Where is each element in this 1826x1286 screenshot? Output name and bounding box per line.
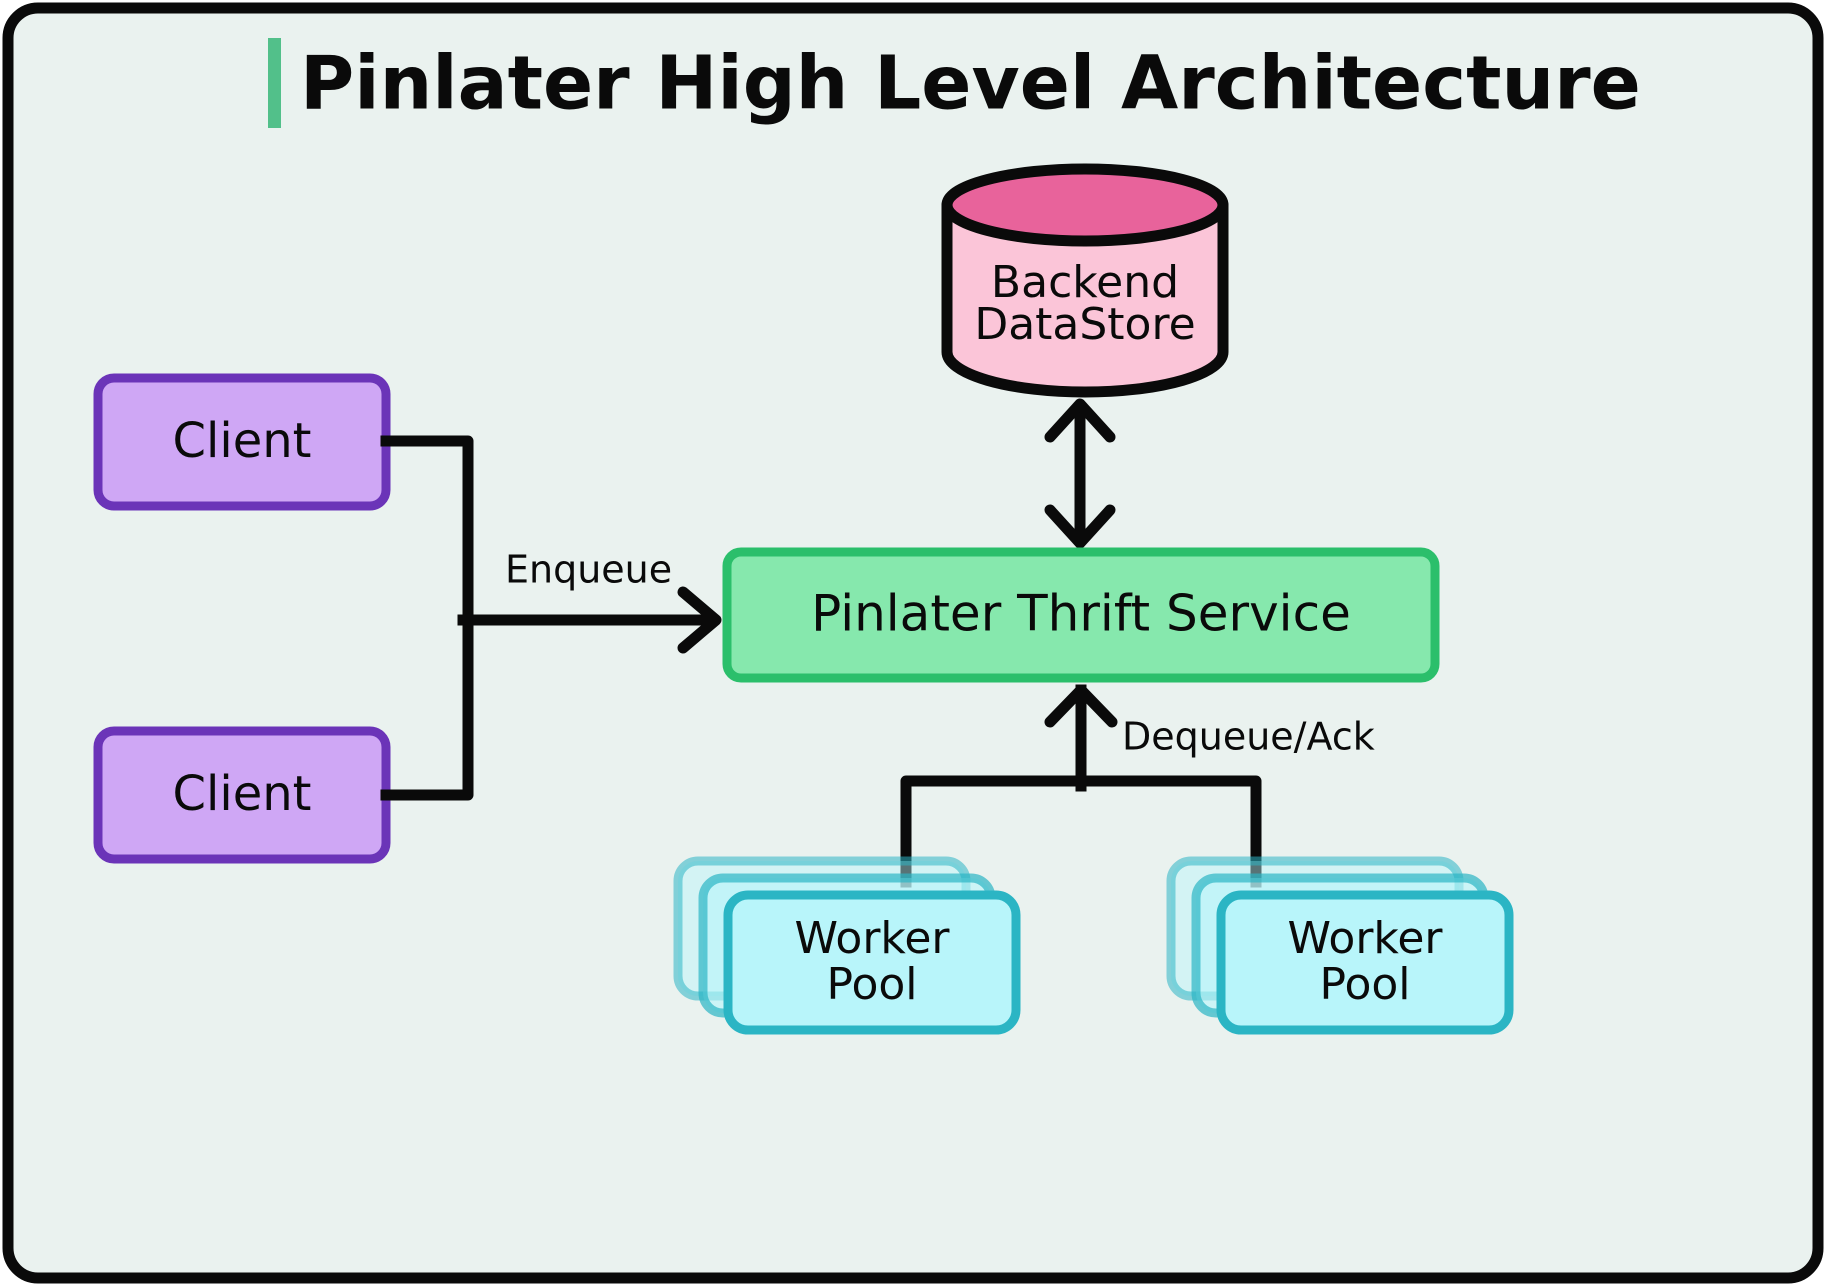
enqueue-label: Enqueue xyxy=(505,548,672,592)
edge-datastore-link xyxy=(1044,398,1116,549)
node-worker-pool-left[interactable]: Worker Pool xyxy=(673,856,1021,1035)
dequeue-path-right xyxy=(1075,775,1262,888)
node-thrift-service[interactable]: Pinlater Thrift Service xyxy=(722,547,1440,683)
edge-enqueue: Enqueue xyxy=(380,435,722,801)
page-title: Pinlater High Level Architecture xyxy=(300,41,1641,127)
worker-pool-right-card-front xyxy=(1216,890,1514,1035)
datastore-link-arrowhead-up xyxy=(1044,398,1116,443)
dequeue-ack-label: Dequeue/Ack xyxy=(1122,715,1375,759)
client-bottom-label: Client xyxy=(173,766,312,822)
node-client-top[interactable]: Client xyxy=(93,373,391,511)
datastore-link-arrowhead-down xyxy=(1044,504,1116,549)
node-worker-pool-right[interactable]: Worker Pool xyxy=(1166,856,1514,1035)
dequeue-arrowhead xyxy=(1044,684,1118,728)
worker-pool-right-label-line2: Pool xyxy=(1319,959,1410,1010)
enqueue-arrowhead xyxy=(677,586,722,654)
edge-dequeue-ack: Dequeue/Ack xyxy=(900,684,1375,888)
datastore-top-ellipse xyxy=(941,163,1229,247)
datastore-label-line1: Backend xyxy=(991,257,1179,308)
thrift-service-box xyxy=(722,547,1440,683)
worker-pool-left-card-front xyxy=(723,890,1021,1035)
thrift-service-label: Pinlater Thrift Service xyxy=(811,585,1351,643)
worker-pool-right-label-line1: Worker xyxy=(1287,913,1443,964)
client-top-label: Client xyxy=(173,413,312,469)
dequeue-path-left xyxy=(900,775,1087,888)
node-backend-datastore[interactable]: Backend DataStore xyxy=(941,163,1229,398)
datastore-label-line2: DataStore xyxy=(974,299,1195,350)
worker-pool-left-label-line1: Worker xyxy=(794,913,950,964)
enqueue-path-top xyxy=(380,435,474,626)
node-client-bottom[interactable]: Client xyxy=(93,726,391,864)
title-accent-bar xyxy=(268,38,281,128)
enqueue-path-bottom xyxy=(380,614,474,801)
worker-pool-left-label-line2: Pool xyxy=(826,959,917,1010)
datastore-body xyxy=(941,199,1229,398)
